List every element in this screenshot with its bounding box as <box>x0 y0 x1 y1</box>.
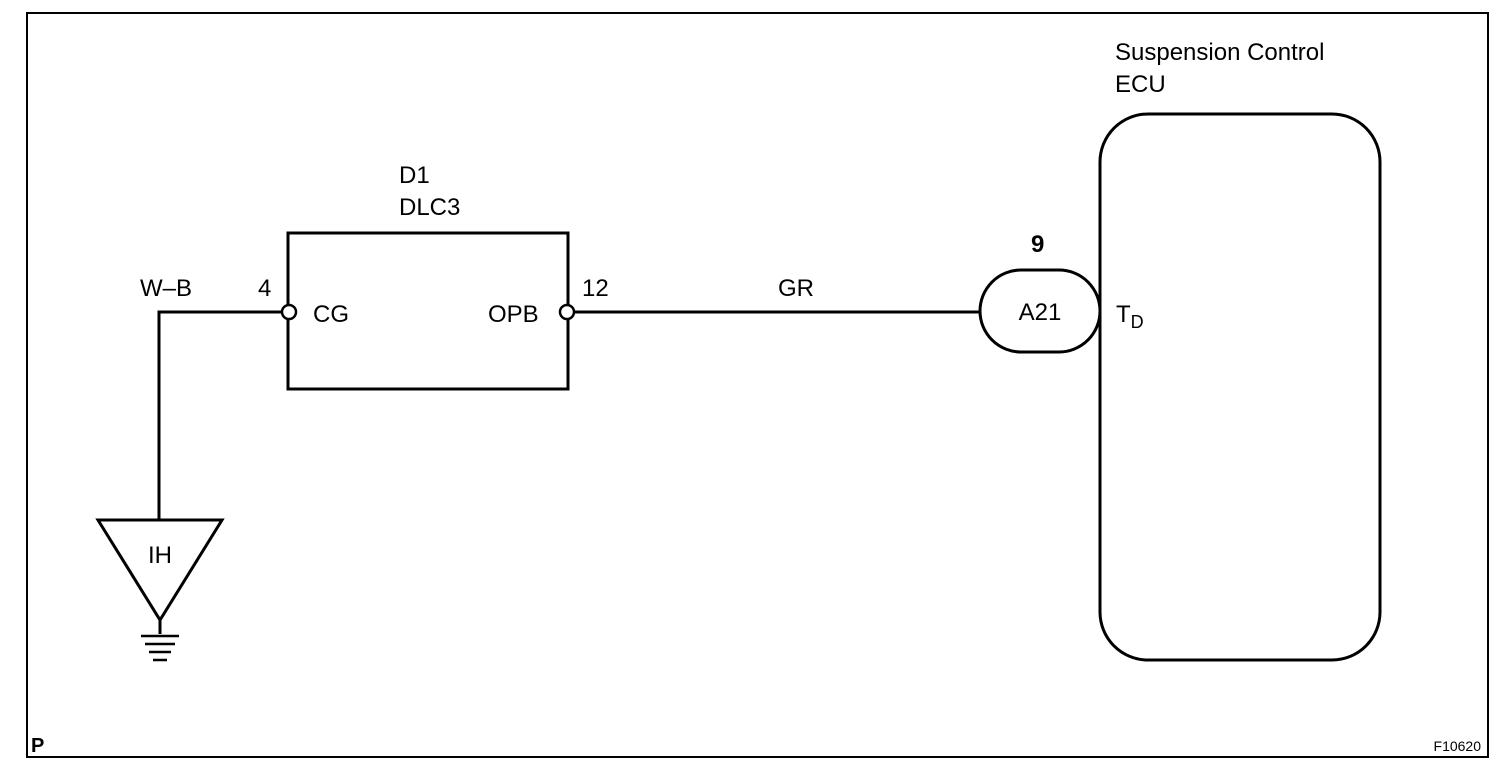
connector-code-label: A21 <box>1019 299 1062 326</box>
corner-mark: P <box>31 735 44 757</box>
ecu-title-line2: ECU <box>1115 71 1166 98</box>
ground-wire <box>157 310 282 520</box>
figure-id: F10620 <box>1434 738 1482 754</box>
pin-cg-name: CG <box>313 301 349 328</box>
pin-cg-terminal <box>280 303 298 321</box>
ecu-box <box>1098 112 1382 662</box>
dlc-code-label: D1 <box>399 162 430 189</box>
ground-symbol-icon <box>141 634 179 662</box>
pin-opb-number: 12 <box>582 275 609 302</box>
ecu-terminal-sub: D <box>1131 312 1144 332</box>
dlc-name-label: DLC3 <box>399 194 460 221</box>
pin-opb-terminal <box>558 303 576 321</box>
ground-point-triangle <box>95 518 225 623</box>
ecu-title-line1: Suspension Control <box>1115 39 1324 66</box>
ecu-terminal-main: T <box>1116 301 1131 328</box>
signal-wire-color-label: GR <box>778 275 814 302</box>
ecu-terminal-label: TD <box>1116 301 1144 332</box>
ground-wire-color-label: W–B <box>140 275 192 302</box>
connector-pin-number: 9 <box>1031 231 1044 258</box>
diagram-frame <box>26 12 1489 758</box>
pin-opb-name: OPB <box>488 301 539 328</box>
pin-cg-number: 4 <box>258 275 271 302</box>
ground-point-code: IH <box>148 542 172 569</box>
